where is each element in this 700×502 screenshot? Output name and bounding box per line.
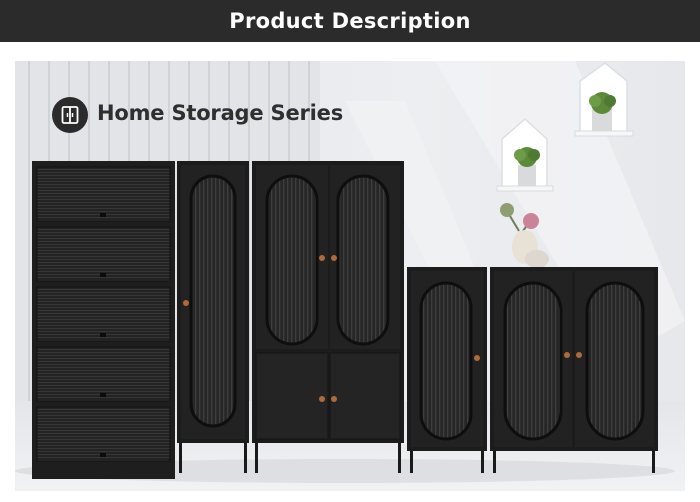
flower-vase bbox=[500, 203, 549, 268]
series-title: Home Storage Series bbox=[97, 101, 344, 125]
short-double-door-cabinet bbox=[490, 267, 658, 473]
cabinet-icon bbox=[52, 97, 88, 133]
drawer-cabinet bbox=[32, 161, 175, 479]
short-single-door-cabinet bbox=[407, 267, 487, 473]
product-photo bbox=[15, 61, 685, 491]
tall-single-door-cabinet bbox=[177, 161, 249, 473]
banner-title: Product Description bbox=[229, 9, 471, 33]
wall-shelf-middle bbox=[496, 117, 554, 192]
header-banner: Product Description bbox=[0, 0, 700, 42]
wall-shelf-top bbox=[574, 62, 634, 137]
tall-double-door-cabinet bbox=[252, 161, 404, 473]
